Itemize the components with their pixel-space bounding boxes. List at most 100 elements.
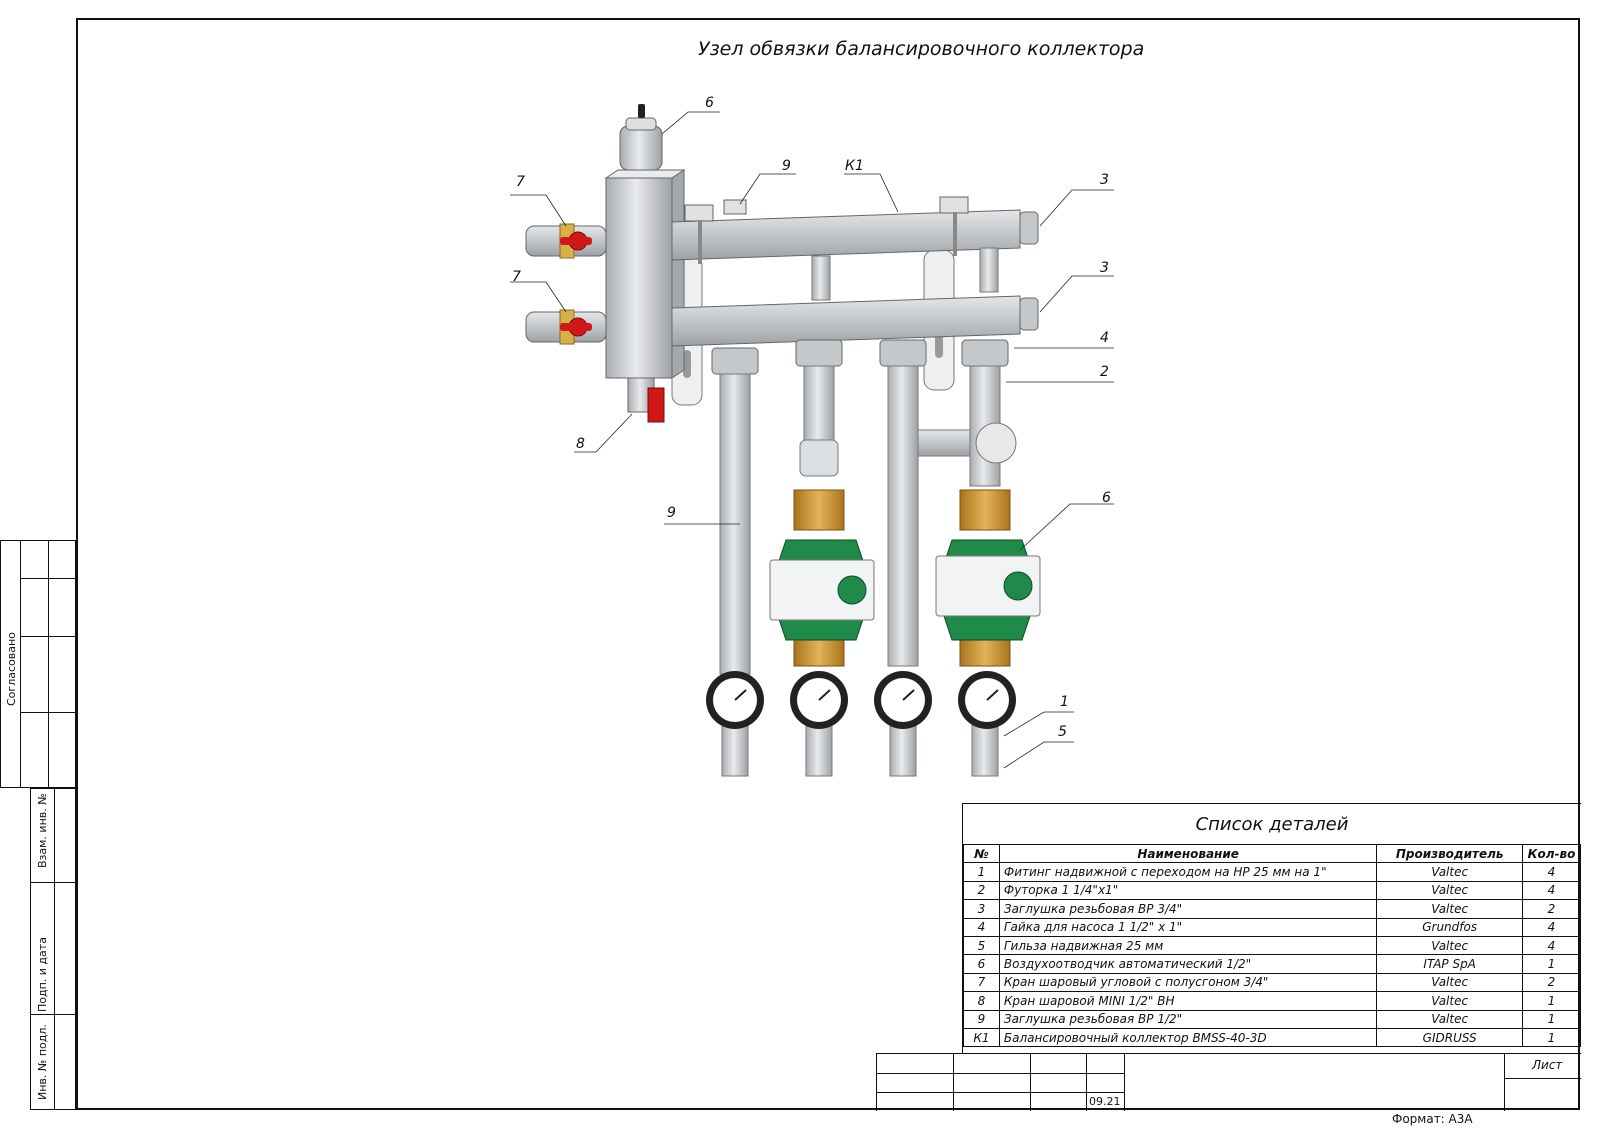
cell-quantity: 1 — [1522, 1027, 1581, 1048]
callout-9: 9 — [667, 505, 676, 521]
cell-quantity: 2 — [1522, 899, 1581, 919]
tb-line — [1086, 1054, 1087, 1111]
cell-number: 1 — [963, 862, 1000, 882]
stamp-row-line — [20, 578, 76, 579]
stamp-agreed-box — [0, 540, 76, 788]
callout-6: 6 — [705, 95, 714, 111]
cell-manufacturer: Grundfos — [1376, 917, 1523, 937]
parts-list-title: Список деталей — [963, 804, 1581, 845]
header-number: № — [963, 843, 1000, 864]
cell-manufacturer: GIDRUSS — [1376, 1027, 1523, 1048]
angle-ball-valve — [525, 223, 607, 259]
callout-4: 4 — [1100, 330, 1109, 346]
callout-7: 7 — [512, 269, 521, 285]
cell-name: Футорка 1 1/4"x1" — [998, 880, 1378, 901]
header-manufacturer: Производитель — [1376, 843, 1523, 864]
cell-name: Заглушка резьбовая ВР 1/2" — [998, 1009, 1378, 1029]
circulation-pump — [935, 539, 1041, 641]
cell-number: 2 — [963, 880, 1000, 901]
header-name: Наименование — [998, 843, 1378, 864]
callout-8: 8 — [576, 436, 585, 452]
cell-number: 4 — [963, 917, 1000, 937]
stamp-row-line — [20, 712, 76, 713]
outlet-pipe-3 — [879, 339, 927, 777]
tb-line — [877, 1092, 1124, 1093]
tb-line — [1504, 1078, 1581, 1079]
stamp-inv-box — [30, 788, 76, 1110]
callout-7: 7 — [516, 174, 525, 190]
manifold-illustration — [510, 104, 1114, 777]
cell-quantity: 1 — [1522, 1009, 1581, 1029]
stamp-agreed-col-line2 — [48, 540, 49, 788]
stamp-row-line — [20, 636, 76, 637]
drawing-frame — [76, 18, 1580, 1110]
stamp-agreed-col-line — [20, 540, 21, 788]
stamp-inv-line — [30, 882, 76, 883]
cell-quantity: 4 — [1522, 917, 1581, 937]
title-block: Лист 09.21 — [876, 1053, 1581, 1111]
cell-number: 9 — [963, 1009, 1000, 1029]
parts-list: Список деталей № Наименование Производит… — [962, 803, 1581, 1054]
drain-valve — [627, 377, 665, 423]
cell-manufacturer: ITAP SpA — [1376, 954, 1523, 974]
cell-manufacturer: Valtec — [1376, 935, 1523, 956]
stamp-sign-date-label: Подп. и дата — [36, 937, 49, 1012]
stamp-inv-line — [30, 1014, 76, 1015]
callout-3: 3 — [1100, 260, 1109, 276]
cell-number: К1 — [963, 1027, 1000, 1048]
leader-lines — [510, 111, 1114, 769]
tb-line — [1030, 1054, 1031, 1111]
sheet-title: Узел обвязки балансировочного коллектора — [698, 38, 1145, 60]
cell-name: Воздухоотводчик автоматический 1/2" — [998, 954, 1378, 974]
cell-number: 5 — [963, 935, 1000, 956]
cell-quantity: 2 — [1522, 972, 1581, 993]
manifold-supply-pipe — [671, 209, 1039, 261]
cell-number: 3 — [963, 899, 1000, 919]
callout-6: 6 — [1102, 490, 1111, 506]
stamp-inv-sign-label: Инв. № подл. — [36, 1024, 49, 1100]
callout-5: 5 — [1058, 724, 1067, 740]
callout-2: 2 — [1100, 364, 1109, 380]
cell-manufacturer: Valtec — [1376, 899, 1523, 919]
manifold-return-pipe — [671, 295, 1039, 347]
angle-ball-valve — [525, 309, 607, 345]
format-label: Формат: А3А — [1392, 1112, 1473, 1126]
cell-number: 8 — [963, 991, 1000, 1011]
stamp-inv-col — [54, 788, 55, 1110]
callout-k1: К1 — [845, 158, 864, 174]
cell-manufacturer: Valtec — [1376, 991, 1523, 1011]
cell-number: 6 — [963, 954, 1000, 974]
pressure-gauge — [706, 671, 1016, 729]
cell-manufacturer: Valtec — [1376, 880, 1523, 901]
callout-3: 3 — [1100, 172, 1109, 188]
cell-name: Кран шаровый угловой с полусгоном 3/4" — [998, 972, 1378, 993]
cell-name: Заглушка резьбовая ВР 3/4" — [998, 899, 1378, 919]
cell-quantity: 1 — [1522, 991, 1581, 1011]
circulation-pump — [769, 539, 875, 641]
cell-manufacturer: Valtec — [1376, 972, 1523, 993]
cell-name: Балансировочный коллектор BMSS-40-3D — [998, 1027, 1378, 1048]
cell-manufacturer: Valtec — [1376, 1009, 1523, 1029]
tb-line — [953, 1054, 954, 1111]
cell-number: 7 — [963, 972, 1000, 993]
header-quantity: Кол-во — [1522, 843, 1581, 864]
cell-name: Фитинг надвижной с переходом на НР 25 мм… — [998, 862, 1378, 882]
manifold-stubs — [811, 247, 999, 301]
date-cell: 09.21 — [1089, 1095, 1121, 1108]
table-header-row: № Наименование Производитель Кол-во — [963, 843, 1581, 864]
stamp-replace-inv-label: Взам. инв. № — [36, 793, 49, 868]
callout-1: 1 — [1060, 694, 1069, 710]
cell-name: Гильза надвижная 25 мм — [998, 935, 1378, 956]
cell-quantity: 4 — [1522, 935, 1581, 956]
cell-manufacturer: Valtec — [1376, 862, 1523, 882]
